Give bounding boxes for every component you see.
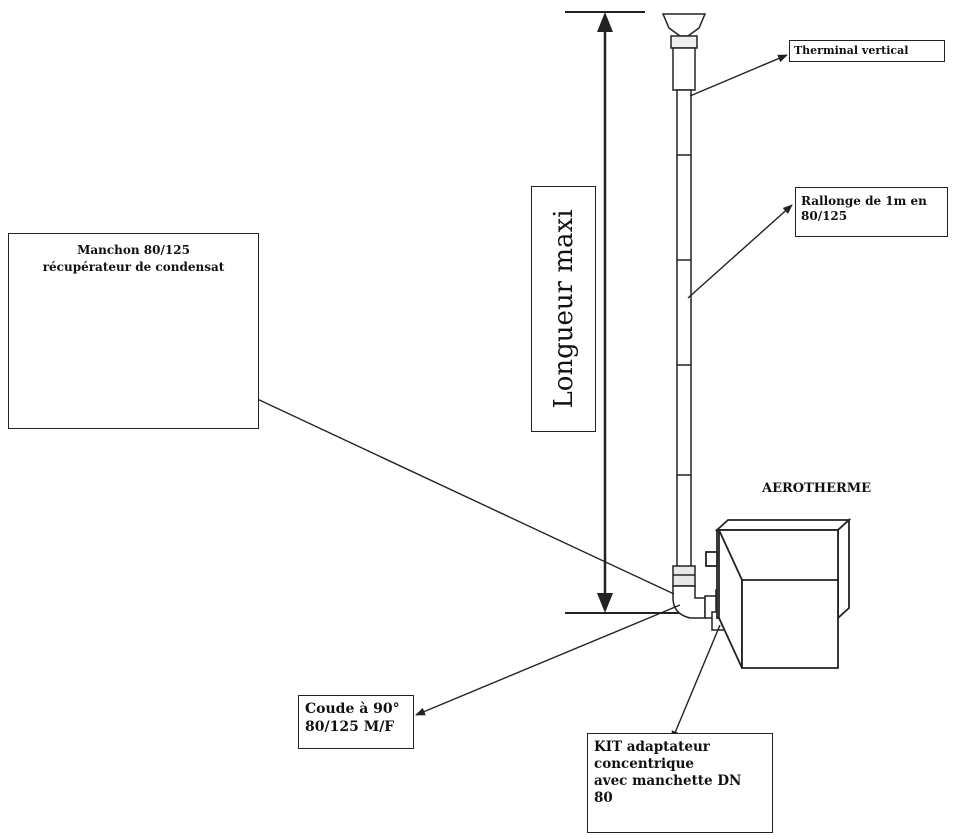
- extension-label-line-1: Rallonge de 1m en: [801, 194, 927, 208]
- elbow-label: Coude à 90° 80/125 M/F: [298, 695, 414, 749]
- condensate-sleeve-label: Manchon 80/125 récupérateur de condensat: [9, 242, 258, 277]
- condensate-sleeve-panel: Manchon 80/125 récupérateur de condensat: [8, 233, 259, 429]
- leader-lines: [207, 54, 793, 741]
- vertical-flue-pipe: [661, 13, 707, 587]
- aerotherme-unit: [705, 517, 852, 669]
- elbow-label-line-2: 80/125 M/F: [305, 718, 395, 735]
- aerotherme-label: AEROTHERME: [762, 481, 872, 496]
- extension-label: Rallonge de 1m en 80/125: [795, 187, 948, 237]
- extension-label-line-2: 80/125: [801, 209, 848, 223]
- max-length-label-box: Longueur maxi: [531, 186, 596, 432]
- adapter-kit-label-line-3: avec manchette DN: [594, 772, 742, 789]
- adapter-kit-label-line-4: 80: [594, 789, 613, 806]
- height-dimension: [565, 11, 685, 614]
- vertical-terminal-label: Therminal vertical: [789, 40, 945, 62]
- max-length-label: Longueur maxi: [548, 209, 579, 409]
- adapter-kit-label-line-1: KIT adaptateur: [594, 739, 710, 755]
- adapter-kit-label-line-2: concentrique: [594, 755, 694, 772]
- adapter-kit-label: KIT adaptateur concentrique avec manchet…: [587, 733, 773, 833]
- elbow-label-line-1: Coude à 90°: [305, 701, 400, 717]
- condensate-sleeve-label-line-1: Manchon 80/125: [77, 243, 190, 257]
- condensate-sleeve-label-line-2: récupérateur de condensat: [42, 260, 225, 275]
